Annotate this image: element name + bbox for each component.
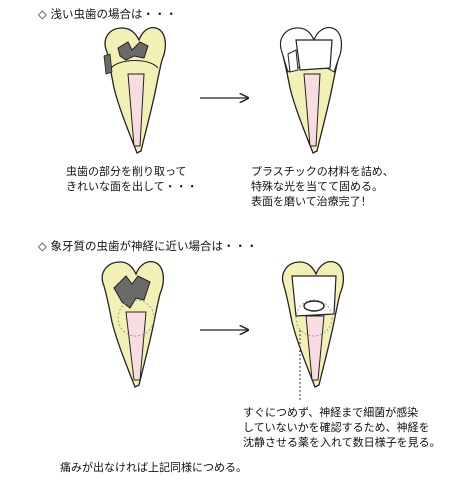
pulp <box>125 311 147 381</box>
tooth-shallow-decay <box>103 26 167 154</box>
deep-caption-line-1: すぐにつめず、神経まで細菌が感染 <box>243 406 419 419</box>
after-caption-line-1: プラスチックの材料を詰め、 <box>251 165 394 178</box>
before-caption-line-1: 虫歯の部分を削り取って <box>66 165 187 178</box>
filling-side <box>287 49 299 73</box>
pulp <box>305 315 325 381</box>
after-caption-line-3: 表面を磨いて治療完了！ <box>251 195 372 208</box>
nerve-proximity-marker <box>295 299 333 337</box>
nerve-proximity-marker <box>117 299 155 337</box>
tooth-deep-decay <box>101 260 165 388</box>
enamel-line <box>110 60 159 69</box>
sedative-medicine <box>303 300 325 312</box>
filling <box>295 39 333 71</box>
deep-caption-line-2: していないかを確認するため、神経を <box>243 421 430 434</box>
after-caption-line-2: 特殊な光を当てて固める。 <box>251 180 383 193</box>
temporary-filling <box>291 275 337 317</box>
decay-region <box>117 41 149 61</box>
pulp <box>303 73 321 147</box>
section1-heading: ◇ 浅い虫歯の場合は・・・ <box>38 7 177 21</box>
tooth-medicated <box>282 260 345 400</box>
section2-heading: ◇ 象牙質の虫歯が神経に近い場合は・・・ <box>38 239 258 253</box>
footer-note: 痛みが出なければ上記同様につめる。 <box>60 461 247 474</box>
decay-region <box>113 275 151 309</box>
before-caption-line-2: きれいな面を出して・・・ <box>66 180 198 193</box>
deep-caption-line-3: 沈静させる薬を入れて数日様子を見る。 <box>243 436 441 449</box>
decay-side <box>103 53 113 75</box>
tooth-filled <box>280 26 343 154</box>
pulp <box>127 73 145 147</box>
